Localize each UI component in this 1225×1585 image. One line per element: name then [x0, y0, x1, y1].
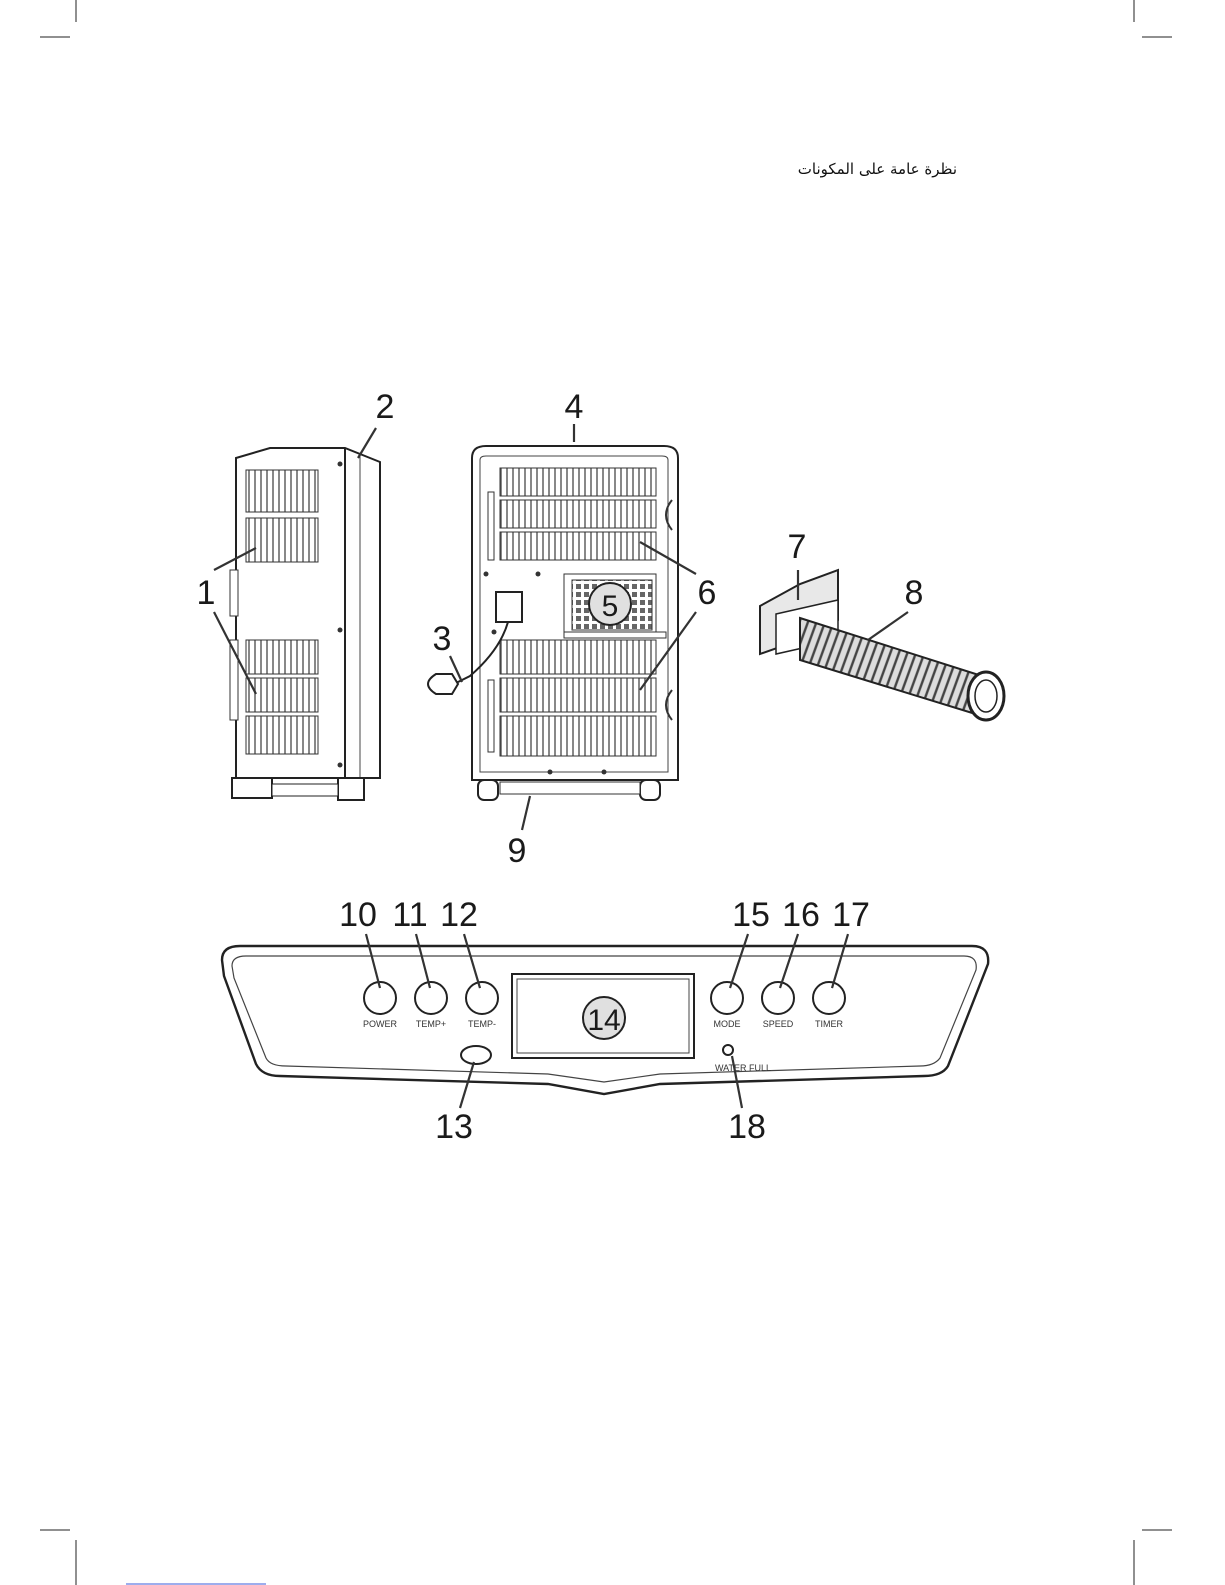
- callout-7: 7: [788, 528, 807, 566]
- callout-5: 5: [602, 590, 619, 623]
- temp-plus-button-label: TEMP+: [416, 1019, 446, 1029]
- callout-4: 4: [565, 388, 584, 426]
- unit-back-view: [428, 424, 696, 830]
- callout-18: 18: [728, 1108, 766, 1146]
- callout-16: 16: [782, 896, 820, 934]
- callout-10: 10: [339, 896, 377, 934]
- callout-11: 11: [392, 896, 427, 934]
- callout-13: 13: [435, 1108, 473, 1146]
- temp-minus-button-label: TEMP-: [468, 1019, 496, 1029]
- timer-button-label: TIMER: [815, 1019, 843, 1029]
- exhaust-hose-kit: [760, 570, 1004, 720]
- water-full-indicator-label: WATER FULL: [715, 1063, 771, 1073]
- callout-1: 1: [197, 574, 216, 612]
- callout-15: 15: [732, 896, 770, 934]
- callout-12: 12: [440, 896, 478, 934]
- power-button-label: POWER: [363, 1019, 398, 1029]
- mode-button-label: MODE: [714, 1019, 741, 1029]
- unit-side-view: [214, 428, 380, 800]
- callout-6: 6: [698, 574, 717, 612]
- callout-14: 14: [587, 1004, 620, 1037]
- callout-8: 8: [905, 574, 924, 612]
- callout-3: 3: [433, 620, 452, 658]
- callout-9: 9: [508, 832, 527, 870]
- callout-17: 17: [832, 896, 870, 934]
- speed-button-label: SPEED: [763, 1019, 794, 1029]
- callout-2: 2: [376, 388, 395, 426]
